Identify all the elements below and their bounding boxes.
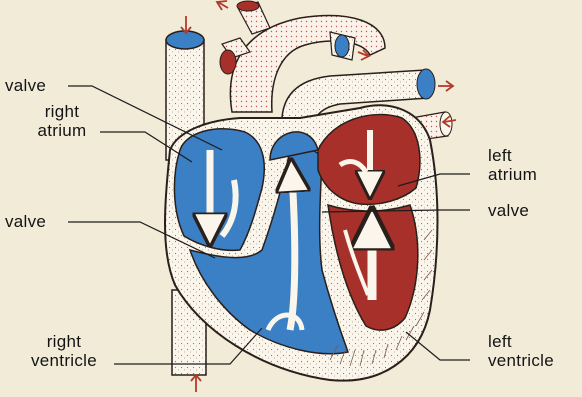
label-valve-top: valve [5, 76, 46, 95]
label-right-atrium-line2: atrium [30, 121, 94, 140]
label-left-atrium-line1: left [488, 146, 512, 165]
label-valve-right: valve [488, 201, 529, 220]
label-valve-mid-left: valve [5, 212, 46, 231]
label-left-atrium-line2: atrium [488, 165, 537, 184]
label-left-ventricle-line1: left [488, 332, 512, 351]
label-right-atrium-line1: right [30, 102, 94, 121]
label-right-ventricle-line2: ventricle [14, 351, 114, 370]
label-right-ventricle-line1: right [14, 332, 114, 351]
label-left-ventricle-line2: ventricle [488, 351, 554, 370]
